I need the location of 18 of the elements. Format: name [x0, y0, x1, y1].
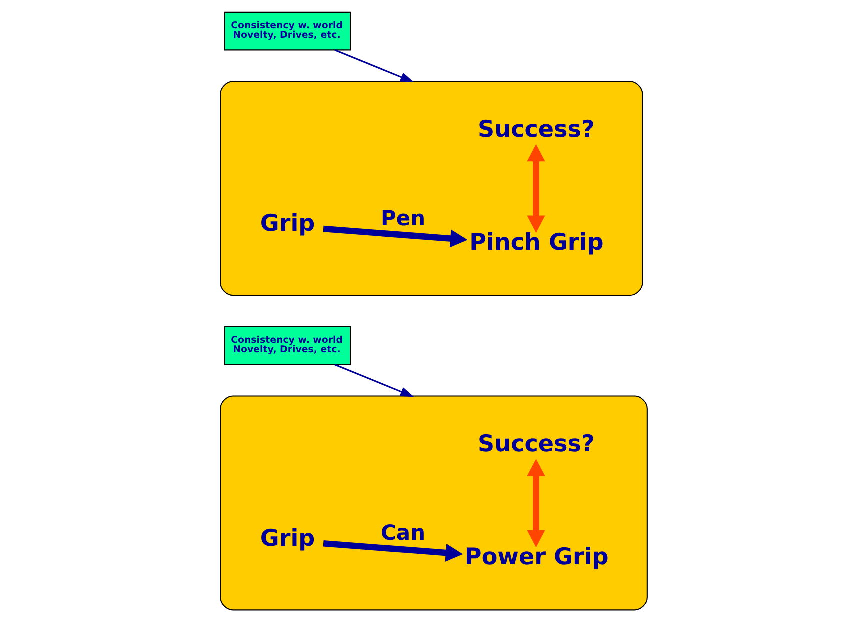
arrow [323, 226, 468, 248]
node-text: Success? [478, 116, 595, 143]
node-text: Power Grip [464, 544, 609, 571]
node-text: Grip [260, 526, 316, 552]
arrow [527, 144, 546, 233]
node-box: Consistency w. world Novelty, Drives, etc. [224, 12, 352, 51]
node-text: Grip [260, 211, 316, 238]
edge-label: Can [381, 520, 426, 545]
arrow [334, 364, 414, 398]
edge-label: Pen [381, 206, 426, 230]
arrow [334, 50, 414, 83]
node-box: Consistency w. world Novelty, Drives, etc. [224, 326, 352, 366]
node-text: Pinch Grip [470, 230, 604, 256]
arrow [527, 458, 546, 548]
node-text: Success? [478, 431, 595, 458]
cluster [220, 396, 648, 611]
arrow [323, 540, 464, 562]
cluster [220, 81, 644, 296]
